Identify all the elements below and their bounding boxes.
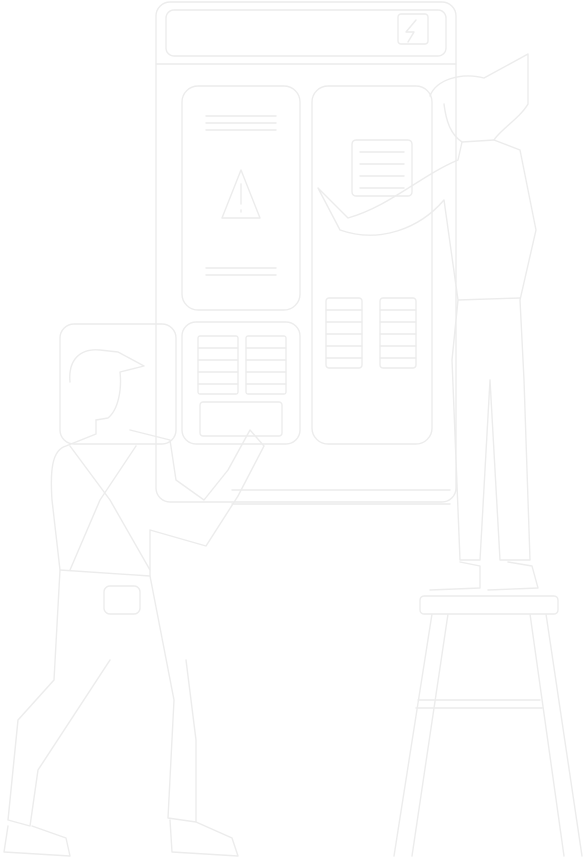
step-stool [393, 595, 583, 857]
electrical-cabinet [155, 1, 457, 505]
worker-right [317, 53, 539, 591]
warning-panel-door [181, 85, 301, 311]
switch-panel [181, 321, 301, 445]
wiring-panel [311, 85, 433, 445]
side-panel [59, 323, 177, 445]
lightning-bolt-icon [397, 13, 429, 45]
worker-left [3, 349, 265, 857]
warning-triangle-icon [221, 169, 261, 219]
